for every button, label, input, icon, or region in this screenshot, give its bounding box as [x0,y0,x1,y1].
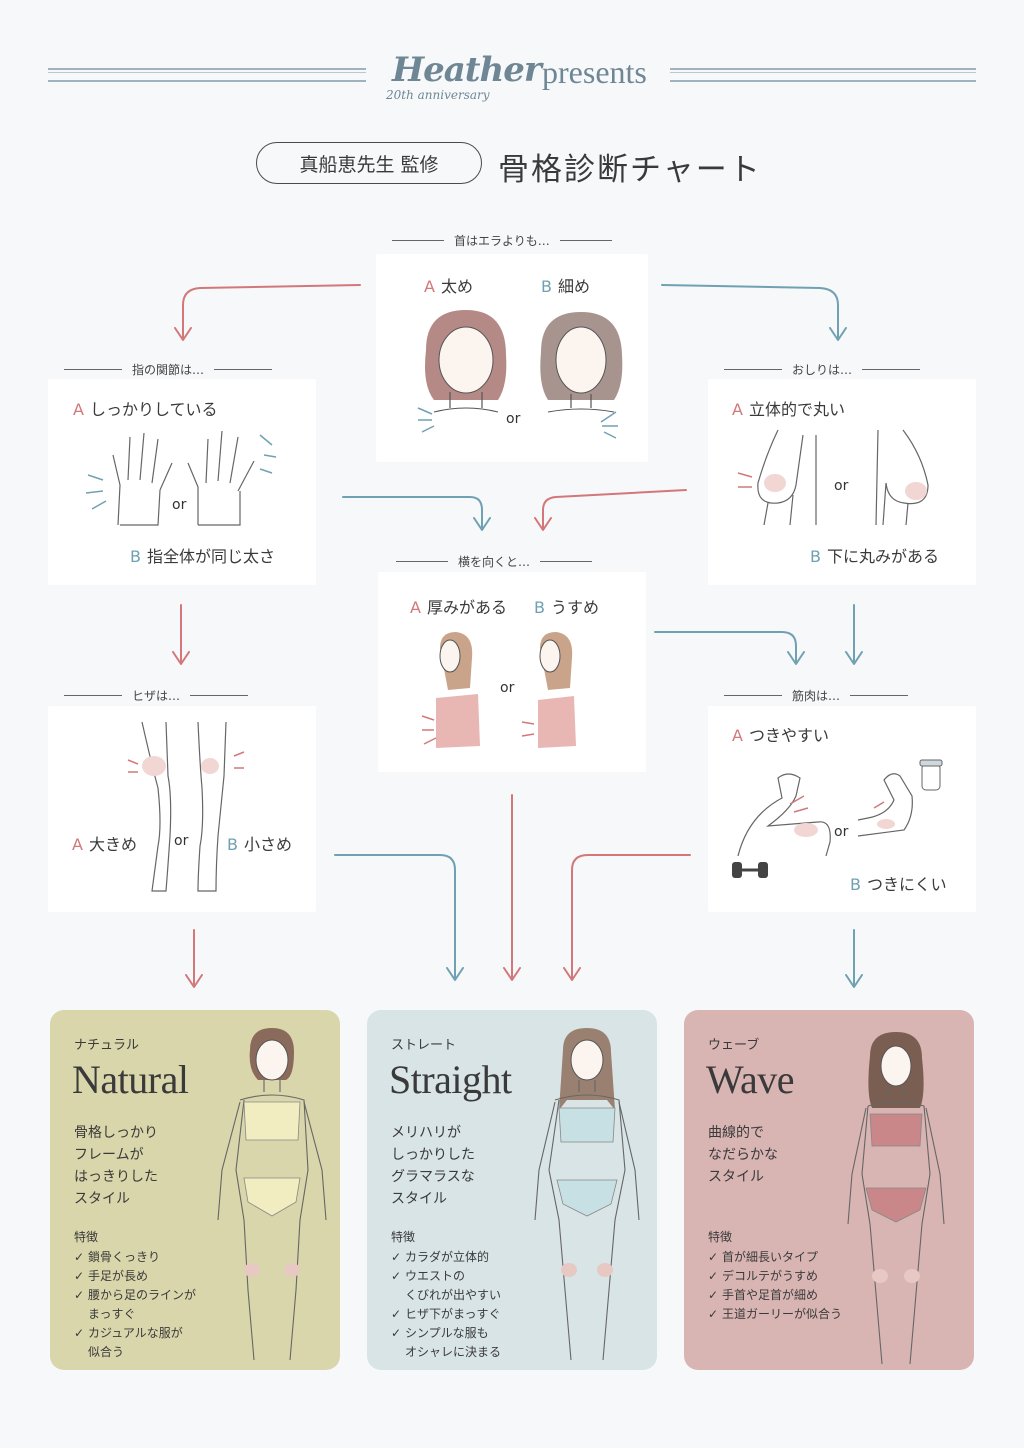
straight-description: メリハリがしっかりしたグラマラスなスタイル [391,1125,475,1207]
arrow-hip-to-muscle [845,604,863,665]
arrow-side-to-straight [503,794,521,981]
arrow-finger-to-side [342,496,491,531]
presents-text: presents [542,54,647,90]
header-rule-left [48,68,366,82]
straight-kana: ストレート [391,1038,457,1053]
wave-kana: ウェーブ [708,1038,760,1053]
natural-features: ✓鎖骨くっきり ✓手足が長め ✓腰から足のラインが まっすぐ ✓カジュアルな服が… [74,1248,196,1362]
arrow-knee-to-straight [334,854,464,981]
hip-or: or [834,478,849,494]
feature-item: ✓王道ガーリーが似合う [708,1307,843,1321]
feature-item: ✓手首や足首が細め [708,1288,819,1302]
natural-description: 骨格しっかりフレームがはっきりしたスタイル [74,1125,158,1207]
hip-question-box [708,379,976,585]
arrow-neck-to-hip [661,284,847,341]
hip-question-label: おしりは… [724,361,921,378]
feature-item: ✓シンプルな服も [391,1326,489,1340]
muscle-illustration [732,759,943,878]
finger-illustration [85,430,277,526]
finger-or: or [172,497,187,513]
neck-or: or [506,411,521,427]
feature-item: ✓腰から足のラインが [74,1288,197,1302]
arrow-side-to-muscle [654,631,805,665]
feature-item: オシャレに決まる [405,1345,502,1359]
result-card-straight: ストレート Straight メリハリがしっかりしたグラマラスなスタイル 特徴 … [367,1010,657,1370]
arrow-muscle-to-wave [845,929,863,988]
straight-features-label: 特徴 [391,1230,416,1244]
feature-item: 似合う [88,1345,125,1359]
feature-item: ✓ヒザ下がまっすぐ [391,1307,501,1321]
knee-question-box [48,706,316,912]
wave-description: 曲線的でなだらかなスタイル [708,1125,778,1185]
hip-illustration [737,429,929,526]
natural-figure [217,1028,327,1361]
arrow-muscle-to-straight [563,854,691,981]
finger-question-label: 指の関節は… [64,361,273,378]
knee-or: or [174,833,189,849]
knee-question-label: ヒザは… [64,687,249,704]
straight-features: ✓カラダが立体的 ✓ウエストの くびれが出やすい ✓ヒザ下がまっすぐ ✓シンプル… [391,1248,501,1362]
arrow-finger-to-knee [172,604,190,665]
natural-kana: ナチュラル [74,1038,140,1053]
anniversary-script: 20th anniversary [386,88,490,102]
wave-features: ✓首が細長いタイプ ✓デコルテがうすめ ✓手首や足首が細め ✓王道ガーリーが似合… [708,1248,842,1324]
feature-item: ✓デコルテがうすめ [708,1269,819,1283]
brand-logo: Heather [392,50,542,90]
arrow-hip-to-side [534,489,687,531]
straight-name: Straight [389,1057,512,1102]
feature-item: ✓カラダが立体的 [391,1250,490,1264]
side-question-label: 横を向くと… [396,553,593,570]
straight-figure [534,1028,640,1361]
feature-item: ✓首が細長いタイプ [708,1250,819,1264]
feature-item: ✓ウエストの [391,1269,466,1283]
feature-item: ✓カジュアルな服が [74,1326,183,1340]
wave-figure [847,1032,945,1365]
muscle-question-box [708,706,976,912]
side-or: or [500,680,515,696]
wave-features-label: 特徴 [708,1230,733,1244]
feature-item: ✓鎖骨くっきり [74,1250,161,1264]
natural-features-label: 特徴 [74,1230,99,1244]
page-title: 骨格診断チャート [498,152,762,188]
muscle-question-label: 筋肉は… [724,687,909,704]
feature-item: ✓手足が長め [74,1269,149,1283]
arrow-neck-to-finger [174,284,361,341]
neck-illustration [417,310,623,439]
muscle-or: or [834,824,849,840]
side-illustration [421,632,576,748]
feature-item: まっすぐ [88,1307,136,1321]
arrow-knee-to-natural [185,929,203,988]
supervisor-text: 真船恵先生 監修 [299,153,439,176]
header-rule-right [670,68,976,82]
side-question-box [378,572,646,772]
supervisor-pill: 真船恵先生 監修 [256,142,482,184]
result-card-wave: ウェーブ Wave 曲線的でなだらかなスタイル 特徴 ✓首が細長いタイプ ✓デコ… [684,1010,974,1370]
wave-name: Wave [706,1057,795,1102]
knee-illustration [127,721,245,892]
feature-item: くびれが出やすい [405,1288,502,1302]
finger-question-box [48,379,316,585]
neck-question-label: 首はエラよりも… [392,232,612,249]
natural-name: Natural [72,1057,189,1102]
result-card-natural: ナチュラル Natural 骨格しっかりフレームがはっきりしたスタイル 特徴 ✓… [50,1010,340,1370]
